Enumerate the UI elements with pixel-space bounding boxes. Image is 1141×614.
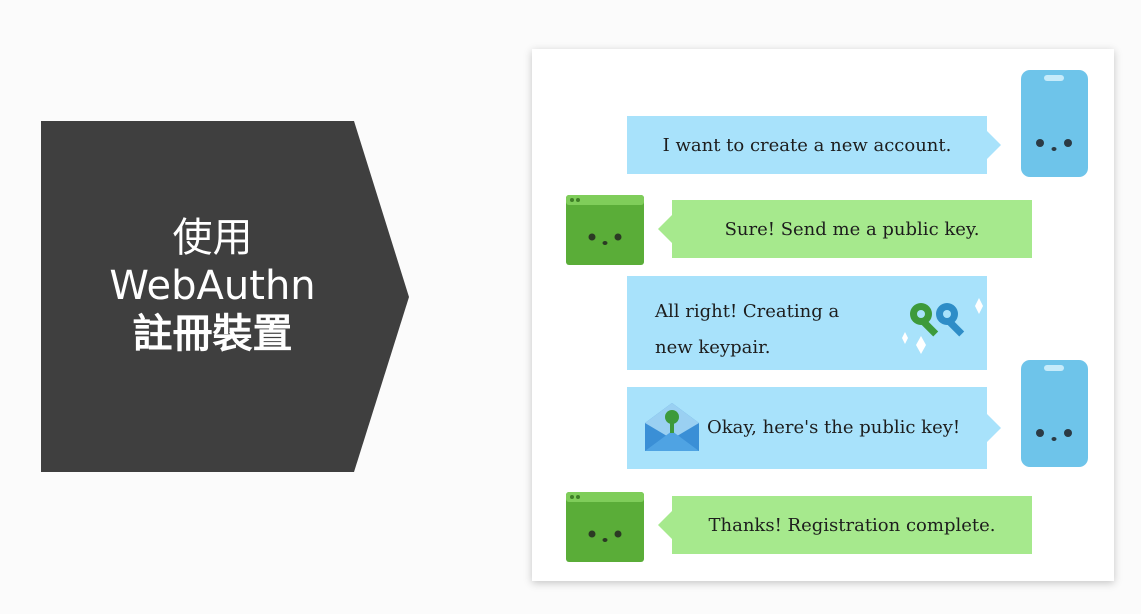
message-text-block: All right! Creating a new keypair. xyxy=(655,294,839,366)
keypair-icon xyxy=(902,298,983,354)
phone-icon xyxy=(1021,360,1088,467)
title-line-2: WebAuthn xyxy=(109,263,316,309)
bubble-tail xyxy=(987,131,1001,159)
message-text: I want to create a new account. xyxy=(662,134,952,156)
bubble-tail xyxy=(987,414,1001,442)
phone-icon xyxy=(1021,70,1088,177)
title-chevron-shape xyxy=(41,121,409,472)
title-line-1: 使用 xyxy=(172,215,253,261)
message-text: Okay, here's the public key! xyxy=(707,417,961,438)
slide-title: 使用 WebAuthn 註冊裝置 xyxy=(60,214,365,358)
title-line-3: 註冊裝置 xyxy=(132,311,293,357)
registration-diagram-card: I want to create a new account. Sure! Se… xyxy=(532,49,1114,581)
server-icon xyxy=(566,492,644,562)
message-text: Thanks! Registration complete. xyxy=(708,514,996,536)
message-send-public-key: Sure! Send me a public key. xyxy=(658,200,1032,258)
sparkle-icon xyxy=(902,332,908,344)
message-creating-keypair: All right! Creating a new keypair. xyxy=(627,276,987,370)
server-icon xyxy=(566,195,644,265)
message-registration-complete: Thanks! Registration complete. xyxy=(658,496,1032,554)
message-line-1: All right! Creating a xyxy=(655,301,840,322)
sparkle-icon xyxy=(975,298,983,314)
bubble-tail xyxy=(658,511,672,539)
envelope-key-icon xyxy=(645,403,699,451)
message-public-key-sent: Okay, here's the public key! xyxy=(627,387,1001,469)
sparkle-icon xyxy=(916,336,926,354)
message-text: Sure! Send me a public key. xyxy=(724,218,980,240)
bubble-tail xyxy=(658,215,672,243)
message-create-account: I want to create a new account. xyxy=(627,116,1001,174)
message-line-2: new keypair. xyxy=(655,337,771,358)
